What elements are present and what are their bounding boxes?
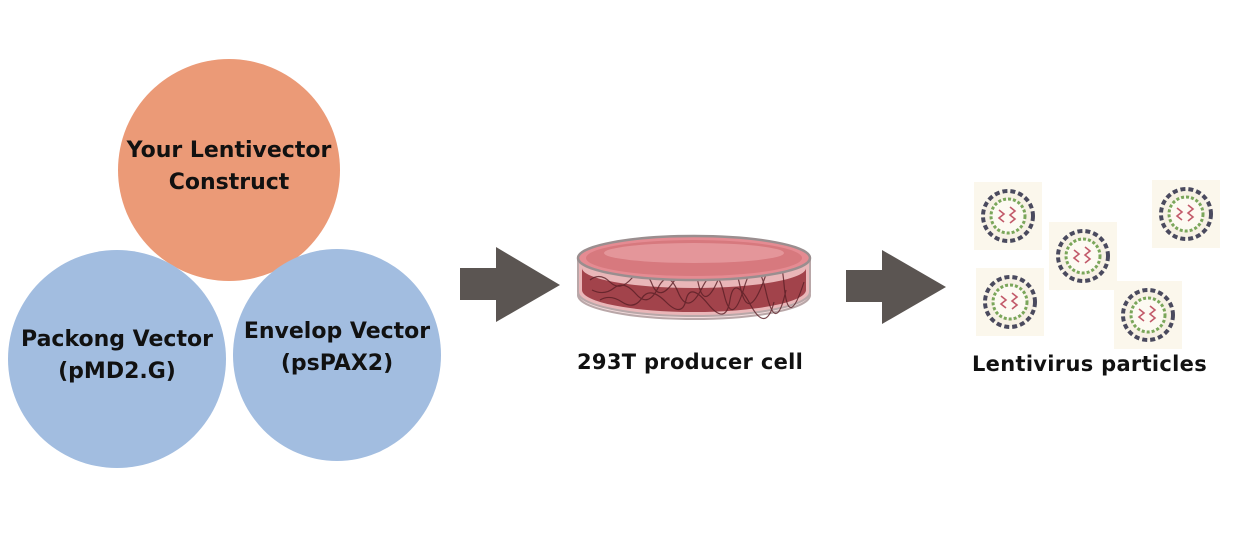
packaging-vector-label: Packong Vector (pMD2.G) bbox=[21, 324, 213, 388]
envelope-label-line2: (psPAX2) bbox=[280, 351, 394, 376]
lentivector-label-line2: Construct bbox=[168, 170, 290, 195]
producer-cell-label: 293T producer cell bbox=[577, 350, 804, 374]
envelope-vector-circle: Envelop Vector (psPAX2) bbox=[233, 249, 441, 461]
lentivector-construct-circle: Your Lentivector Construct bbox=[118, 59, 340, 281]
lentivector-label-line1: Your Lentivector bbox=[126, 138, 332, 163]
virus-particles-group bbox=[974, 180, 1220, 349]
packaging-label-line1: Packong Vector bbox=[21, 327, 213, 352]
lentivirus-particles-label: Lentivirus particles bbox=[972, 352, 1208, 376]
virus-particle-icon bbox=[974, 182, 1042, 250]
virus-particle-icon bbox=[976, 268, 1044, 336]
petri-dish-icon bbox=[576, 234, 812, 320]
envelope-label-line1: Envelop Vector bbox=[243, 319, 431, 344]
right-arrow-icon bbox=[460, 247, 560, 322]
virus-particle-icon bbox=[1049, 222, 1117, 290]
virus-particle-icon bbox=[1152, 180, 1220, 248]
lentivector-label: Your Lentivector Construct bbox=[127, 135, 332, 199]
envelope-vector-label: Envelop Vector (psPAX2) bbox=[244, 316, 430, 380]
virus-particle-icon bbox=[1114, 281, 1182, 349]
packaging-label-line2: (pMD2.G) bbox=[58, 359, 176, 384]
right-arrow-icon bbox=[846, 250, 946, 324]
packaging-vector-circle: Packong Vector (pMD2.G) bbox=[8, 250, 226, 468]
